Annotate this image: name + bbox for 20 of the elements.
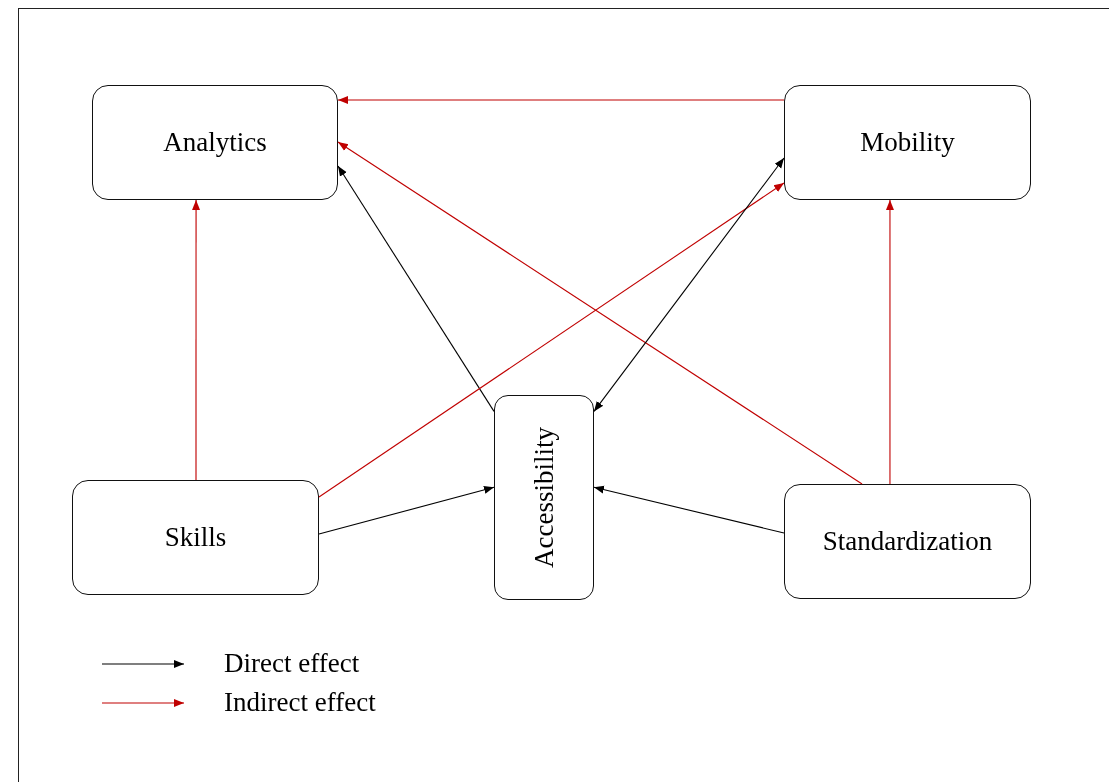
arrow bbox=[593, 485, 785, 534]
arrow bbox=[318, 182, 785, 498]
node-label: Mobility bbox=[860, 127, 955, 158]
rounded-box bbox=[494, 395, 594, 600]
arrow bbox=[885, 199, 894, 485]
arrow bbox=[593, 157, 785, 412]
rounded-box bbox=[72, 480, 319, 595]
arrow bbox=[318, 485, 495, 535]
arrow bbox=[337, 95, 785, 104]
node-label: Skills bbox=[164, 522, 227, 553]
legend-label: Direct effect bbox=[224, 648, 360, 679]
legend-label: Indirect effect bbox=[224, 687, 376, 718]
rounded-box bbox=[784, 484, 1031, 599]
node-label: Analytics bbox=[163, 127, 267, 158]
rounded-box bbox=[92, 85, 338, 200]
arrow bbox=[337, 165, 495, 412]
arrow bbox=[192, 199, 201, 481]
rounded-box bbox=[784, 85, 1031, 200]
node-label: Standardization bbox=[822, 526, 993, 557]
arrow bbox=[337, 141, 863, 485]
